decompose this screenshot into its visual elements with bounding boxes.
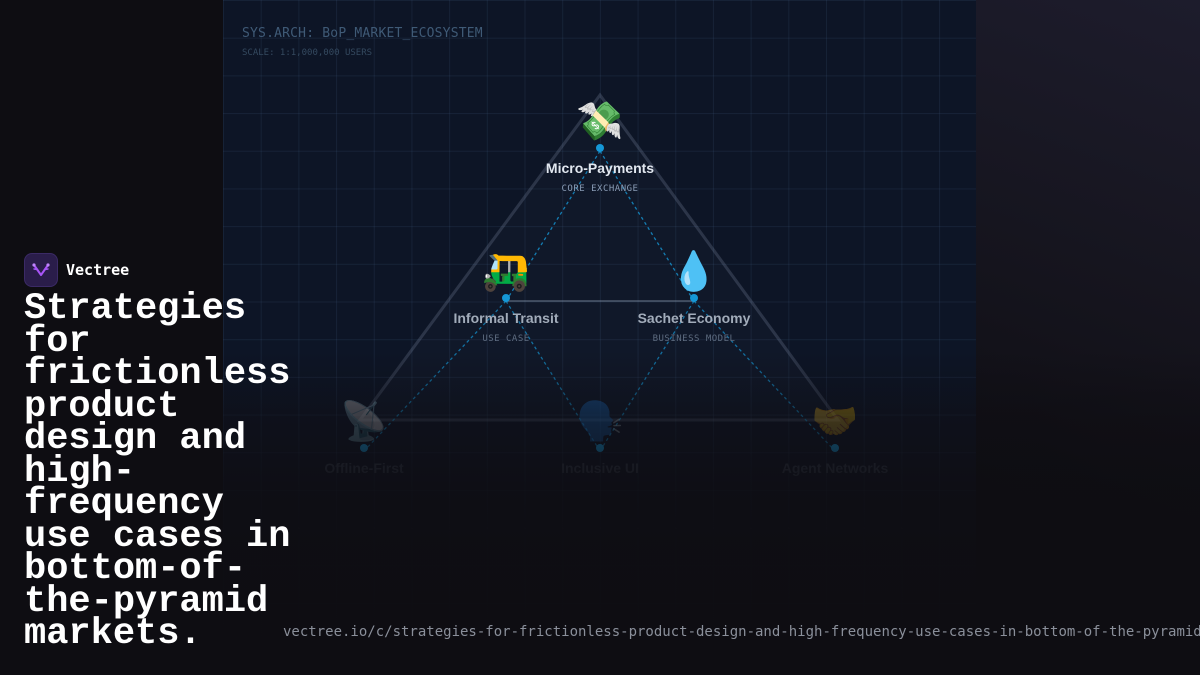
node-inclusive-ui: 🗣️ Inclusive UI [500,398,700,476]
droplet-icon: 💧 [670,249,718,293]
node-dot [690,294,698,302]
diagram-title: SYS.ARCH: BoP_MARKET_ECOSYSTEM [242,26,483,41]
right-background [975,0,1200,675]
node-dot [360,444,368,452]
vectree-logo-glyph [32,263,50,276]
node-dot [596,144,604,152]
node-dot [502,294,510,302]
page-url: vectree.io/c/strategies-for-frictionless… [283,624,1200,640]
node-sachet-economy: 💧 Sachet Economy BUSINESS MODEL [594,248,794,344]
speaking-head-icon: 🗣️ [576,399,624,443]
ecosystem-diagram: SYS.ARCH: BoP_MARKET_ECOSYSTEM SCALE: 1:… [223,0,976,675]
money-with-wings-icon: 💸 [576,99,624,143]
auto-rickshaw-icon: 🛺 [482,249,530,293]
node-title: Informal Transit [453,310,559,326]
brand-name: Vectree [66,261,130,279]
node-title: Sachet Economy [637,310,751,326]
node-title: Agent Networks [781,460,889,476]
node-micro-payments: 💸 Micro-Payments CORE EXCHANGE [500,98,700,194]
brand: Vectree [24,253,129,287]
node-title: Micro-Payments [545,160,655,176]
node-agent-networks: 🤝 Agent Networks [735,398,935,476]
node-subtitle: USE CASE [482,334,530,344]
node-dot [831,444,839,452]
page-headline: Strategies for frictionless product desi… [24,288,291,655]
node-informal-transit: 🛺 Informal Transit USE CASE [406,248,606,344]
handshake-icon: 🤝 [811,399,859,443]
node-title: Inclusive UI [561,460,639,476]
vectree-logo-icon [24,253,58,287]
diagram-scale: SCALE: 1:1,000,000 USERS [242,48,373,58]
node-dot [596,444,604,452]
node-subtitle: BUSINESS MODEL [652,334,736,344]
node-subtitle: CORE EXCHANGE [561,184,639,194]
